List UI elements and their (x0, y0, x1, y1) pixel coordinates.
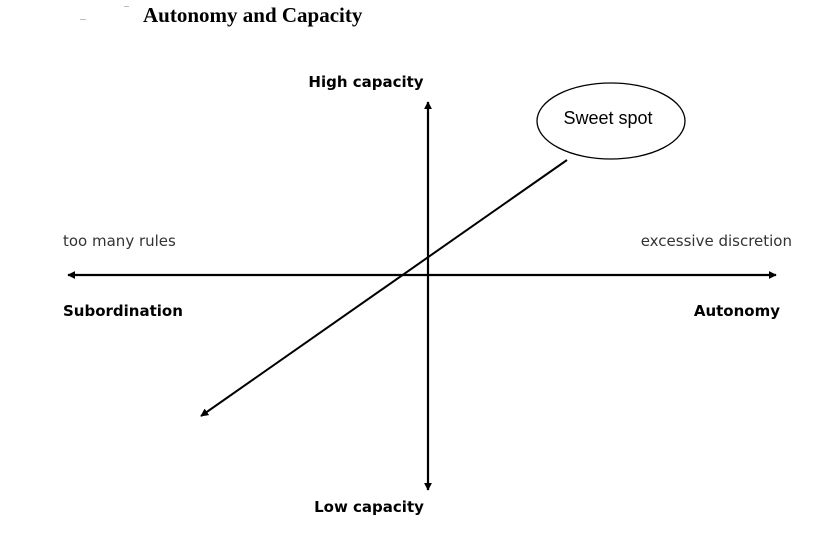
autonomy-label: Autonomy (694, 302, 780, 320)
scan-mark (124, 6, 129, 7)
too-many-rules-note: too many rules (63, 232, 176, 250)
scan-mark (80, 19, 86, 20)
low-capacity-label: Low capacity (314, 498, 424, 516)
diagram-title: Autonomy and Capacity (143, 3, 363, 27)
subordination-label: Subordination (63, 302, 183, 320)
sweet-spot-label: Sweet spot (563, 108, 652, 128)
high-capacity-label: High capacity (308, 73, 423, 91)
sweet-spot-callout (536, 82, 686, 160)
diagonal-arrow (200, 159, 568, 417)
excessive-discretion-note: excessive discretion (641, 232, 792, 250)
